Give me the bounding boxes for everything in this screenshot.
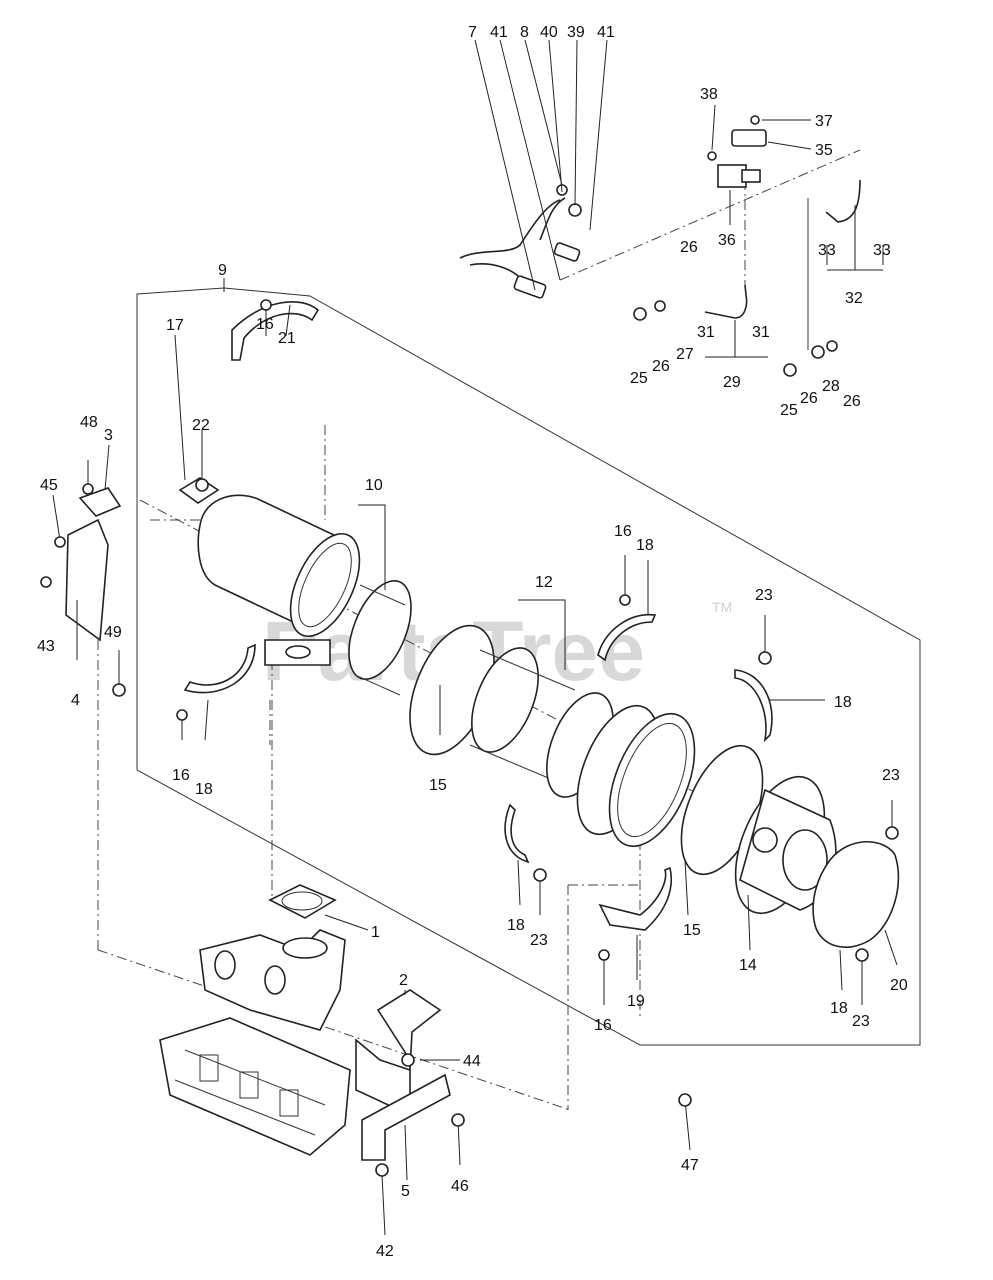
callout-2: 2 [399,972,408,989]
callout-23-a: 23 [755,587,773,604]
heat-shield-21 [231,301,320,361]
centerline-lower [97,949,571,1111]
bracket-4 [65,518,109,642]
doc-housing-10 [197,494,361,666]
callout-43: 43 [37,638,55,655]
callout-18-b: 18 [636,537,654,554]
bracket-19 [598,866,672,931]
callout-31-a: 31 [697,324,715,341]
callout-33-b: 33 [873,242,891,259]
callout-29: 29 [723,374,741,391]
callout-44: 44 [463,1053,481,1070]
clamp-18-c [734,669,773,743]
callout-16-d: 16 [594,1017,612,1034]
callout-33-a: 33 [818,242,836,259]
exhaust-manifold [199,929,346,1031]
callout-25-b: 25 [780,402,798,419]
clamp-18-d [504,803,530,864]
callout-26-d: 26 [843,393,861,410]
callout-26-a: 26 [680,239,698,256]
callout-46: 46 [451,1178,469,1195]
fasteners [40,299,899,1177]
callout-26-c: 26 [800,390,818,407]
bracket-3 [78,487,122,517]
callout-21: 21 [278,330,296,347]
callout-17: 17 [166,317,184,334]
callout-49: 49 [104,624,122,641]
callout-45: 45 [40,477,58,494]
callout-8: 8 [520,24,529,41]
callout-23-d: 23 [852,1013,870,1030]
callout-14: 14 [739,957,757,974]
dpf-housing [576,704,696,848]
pressure-sensor [707,115,767,188]
callout-16-c: 16 [614,523,632,540]
callout-4: 4 [71,692,80,709]
callout-48: 48 [80,414,98,431]
muffler-14 [734,775,837,915]
callout-42: 42 [376,1243,394,1260]
callout-19: 19 [627,993,645,1010]
pipe-29 [704,284,748,319]
clamp-18-a [183,643,256,694]
callout-41-a: 41 [490,24,508,41]
callout-3: 3 [104,427,113,444]
callout-38: 38 [700,86,718,103]
callout-35: 35 [815,142,833,159]
callout-26-b: 26 [652,358,670,375]
callout-31-b: 31 [752,324,770,341]
callout-7: 7 [468,24,477,41]
clamp-18-b [597,613,657,662]
callout-15-a: 15 [429,777,447,794]
gasket-1 [268,884,337,919]
filter-element [348,580,412,680]
callout-36: 36 [718,232,736,249]
callout-23-c: 23 [530,932,548,949]
callout-32: 32 [845,290,863,307]
callout-25-a: 25 [630,370,648,387]
callout-18-c: 18 [834,694,852,711]
centerline-sensor [559,149,861,281]
filter-element-body [354,584,406,696]
callout-37: 37 [815,113,833,130]
callout-18-d: 18 [507,917,525,934]
callout-18-a: 18 [195,781,213,798]
leader-lines [52,39,898,1236]
end-plate-20 [812,840,900,949]
tube-32 [825,179,861,223]
callout-20: 20 [890,977,908,994]
callout-28: 28 [822,378,840,395]
callout-16-b: 16 [172,767,190,784]
bracket-5 [361,1073,451,1161]
callout-5: 5 [401,1183,410,1200]
callout-39: 39 [567,24,585,41]
sensor-harness [459,184,582,299]
callout-16-a: 16 [256,316,274,333]
callout-15-b: 15 [683,922,701,939]
callout-12: 12 [535,574,553,591]
callout-1: 1 [371,924,380,941]
callout-22: 22 [192,417,210,434]
callout-18-e: 18 [830,1000,848,1017]
callout-40: 40 [540,24,558,41]
callout-41-b: 41 [597,24,615,41]
watermark-trademark: TM [712,599,732,615]
group-9-outline [136,287,921,1046]
callout-10: 10 [365,477,383,494]
callout-9: 9 [218,262,227,279]
cylinder-head [159,1017,351,1156]
callout-labels: 7 41 8 40 39 41 38 37 35 36 33 33 32 26 … [37,24,908,1260]
callout-23-b: 23 [882,767,900,784]
callout-27: 27 [676,346,694,363]
callout-47: 47 [681,1157,699,1174]
